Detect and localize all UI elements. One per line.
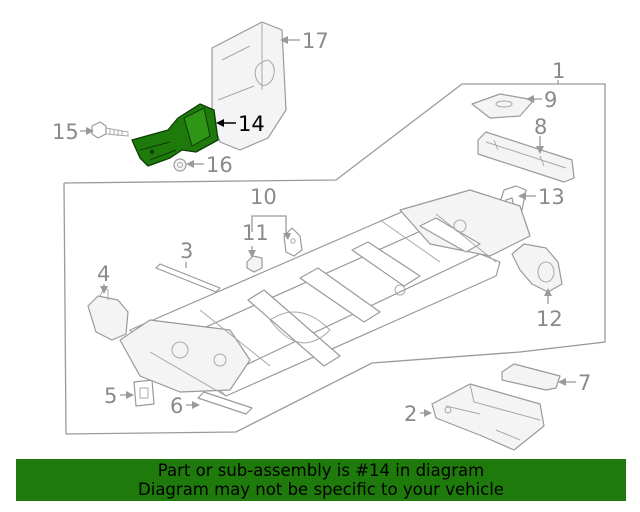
part-6-bar[interactable] [197, 391, 253, 415]
parts-diagram: 17 14 15 16 1 9 8 13 12 10 11 3 4 5 6 7 … [52, 21, 606, 451]
part-3-rod[interactable] [155, 263, 221, 293]
banner-line-2: Diagram may not be specific to your vehi… [138, 480, 504, 499]
part-16-nut[interactable] [173, 158, 187, 172]
part-12-mount[interactable] [511, 243, 563, 293]
callout-10: 10 [250, 185, 277, 209]
callout-15: 15 [52, 120, 79, 144]
callout-10-bracket [251, 215, 287, 232]
assembly-outline [63, 83, 606, 435]
part-10-bracket[interactable] [283, 227, 303, 257]
part-8-crossmember[interactable] [477, 131, 575, 183]
frame-assembly[interactable] [119, 189, 531, 397]
callout-14: 14 [238, 112, 265, 136]
part-7-bracket[interactable] [501, 363, 561, 391]
callout-12: 12 [536, 307, 563, 331]
callout-3: 3 [180, 239, 193, 263]
part-5-bracket[interactable] [133, 379, 155, 407]
callout-8: 8 [534, 115, 547, 139]
part-14-bracket-highlighted[interactable] [131, 103, 219, 167]
callout-4: 4 [97, 262, 110, 286]
part-4-mount[interactable] [87, 287, 129, 341]
info-banner: Part or sub-assembly is #14 in diagram D… [16, 459, 626, 501]
callout-16: 16 [206, 153, 233, 177]
banner-line-1: Part or sub-assembly is #14 in diagram [157, 461, 485, 480]
callout-7: 7 [578, 371, 591, 395]
callout-13: 13 [538, 185, 565, 209]
callout-5: 5 [104, 384, 117, 408]
callout-2: 2 [404, 402, 417, 426]
part-15-bolt[interactable] [91, 121, 129, 139]
callout-1: 1 [552, 59, 565, 83]
callout-6: 6 [170, 394, 183, 418]
callout-9: 9 [544, 88, 557, 112]
part-2-crossmember[interactable] [431, 383, 545, 451]
callout-17: 17 [302, 29, 329, 53]
part-17-bracket[interactable] [211, 21, 287, 151]
callout-11: 11 [242, 221, 269, 245]
part-11-bushing[interactable] [246, 255, 263, 273]
part-9-plate[interactable] [471, 93, 535, 119]
